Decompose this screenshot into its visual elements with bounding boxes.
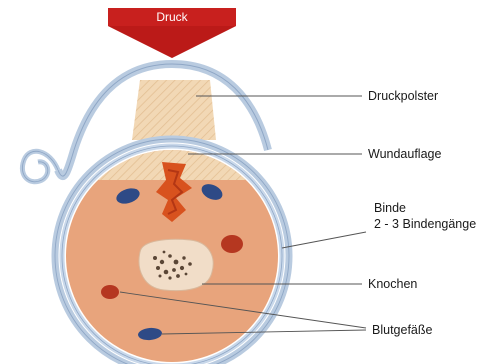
pressure-arrow: Druck [108,8,236,58]
leader-binde [282,232,366,248]
pressure-pad [132,80,216,140]
label-blutgefaesse: Blutgefäße [372,323,433,337]
pressure-arrow-label: Druck [156,10,188,24]
label-bindengaenge: 2 - 3 Bindengänge [374,217,476,231]
blood-vessel-red-left [101,285,119,299]
label-knochen: Knochen [368,277,417,291]
label-druckpolster: Druckpolster [368,89,438,103]
bone [139,239,213,290]
label-wundauflage: Wundauflage [368,147,441,161]
blood-vessel-red-right [221,235,243,253]
label-binde: Binde [374,201,406,215]
